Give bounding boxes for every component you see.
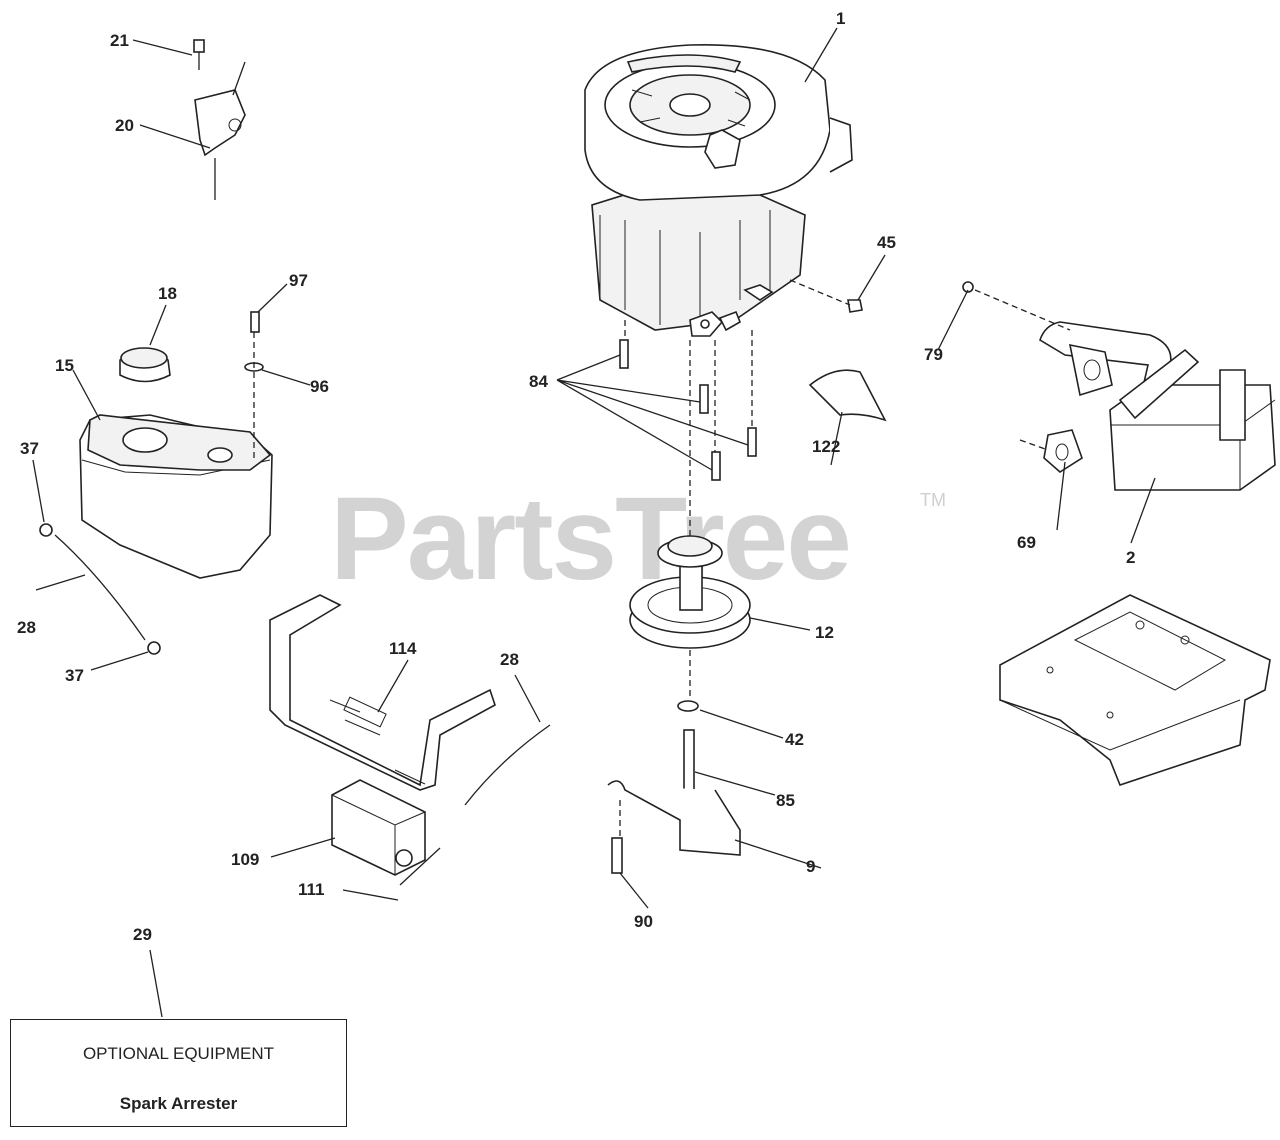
callout-90: 90 xyxy=(634,912,653,931)
bolt-84-d xyxy=(711,451,721,481)
callout-84: 84 xyxy=(529,372,548,391)
optional-equipment-item: Spark Arrester xyxy=(119,1094,238,1113)
callout-37-bottom: 37 xyxy=(65,666,84,685)
bolt-84-c xyxy=(747,427,757,457)
callout-122: 122 xyxy=(812,437,841,456)
bolt-84-a xyxy=(619,339,629,369)
watermark-brand: PartsTree xyxy=(330,473,852,605)
callout-45: 45 xyxy=(877,233,896,252)
muffler-drawing xyxy=(1039,321,1276,491)
bolt-79 xyxy=(962,281,974,293)
clamp-37-bottom xyxy=(147,641,161,655)
watermark-trademark: TM xyxy=(920,490,946,510)
callout-28-right: 28 xyxy=(500,650,519,669)
fuel-tank-drawing xyxy=(79,347,273,579)
nut-45 xyxy=(847,299,863,313)
callout-18: 18 xyxy=(158,284,177,303)
canister-drawing xyxy=(331,779,426,876)
bolt-97 xyxy=(250,311,260,333)
callout-69: 69 xyxy=(1017,533,1036,552)
hose-28-right xyxy=(464,724,551,806)
callout-1: 1 xyxy=(836,9,846,28)
pulley-drawing xyxy=(629,535,751,649)
callout-20: 20 xyxy=(115,116,134,135)
callout-109: 109 xyxy=(231,850,260,869)
callout-111: 111 xyxy=(298,880,325,899)
callout-12: 12 xyxy=(815,623,834,642)
callout-114: 114 xyxy=(389,639,417,658)
hose-28-left xyxy=(54,534,146,641)
callout-21: 21 xyxy=(110,31,129,50)
callout-96: 96 xyxy=(310,377,329,396)
optional-equipment-title: OPTIONAL EQUIPMENT xyxy=(82,1044,275,1063)
washer-42 xyxy=(677,700,699,712)
callout-97: 97 xyxy=(289,271,308,290)
bracket-122 xyxy=(808,369,887,422)
mounting-plate-drawing xyxy=(999,594,1271,786)
callout-28-left: 28 xyxy=(17,618,36,637)
hose-111 xyxy=(399,847,441,886)
callout-15: 15 xyxy=(55,356,74,375)
callout-42: 42 xyxy=(785,730,804,749)
callout-37-top: 37 xyxy=(20,439,39,458)
callout-2: 2 xyxy=(1126,548,1136,567)
callout-29: 29 xyxy=(133,925,152,944)
rod-9 xyxy=(607,780,741,856)
optional-equipment-box: OPTIONAL EQUIPMENT Spark Arrester xyxy=(10,1019,347,1127)
engine-drawing xyxy=(584,43,853,337)
callout-79: 79 xyxy=(924,345,943,364)
bolt-90 xyxy=(611,837,623,874)
callout-85: 85 xyxy=(776,791,795,810)
throttle-control-drawing xyxy=(193,39,246,200)
bolt-84-b xyxy=(699,384,709,414)
callout-9: 9 xyxy=(806,857,816,876)
heat-shield-drawing xyxy=(269,594,496,791)
clamp-37-top xyxy=(39,523,53,537)
